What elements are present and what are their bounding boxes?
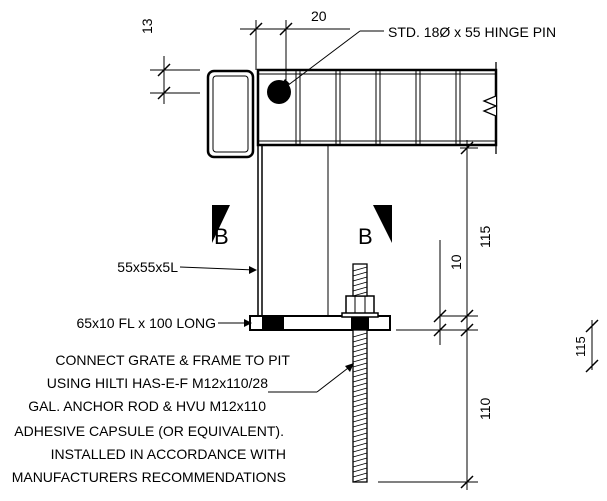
dim-13-text: 13 xyxy=(139,18,155,34)
frame-rhs-inner xyxy=(212,75,249,153)
anchor-rod xyxy=(352,263,368,483)
rod-thread xyxy=(352,367,368,373)
arrow-angle xyxy=(249,266,257,274)
plate-washer xyxy=(351,316,369,330)
note-line: INSTALLED IN ACCORDANCE WITH xyxy=(51,446,286,462)
dimensions xyxy=(150,20,599,490)
section-flag-right xyxy=(373,205,392,243)
rod-thread xyxy=(352,276,368,282)
installation-note: CONNECT GRATE & FRAME TO PIT USING HILTI… xyxy=(12,352,291,485)
section-markers: B B xyxy=(212,205,392,249)
leader-note xyxy=(316,364,353,393)
rod-thread xyxy=(352,462,368,468)
hinge-pin xyxy=(267,80,291,104)
washer xyxy=(341,312,379,318)
rod-thread xyxy=(352,422,368,428)
grate xyxy=(256,62,498,154)
leader-pin xyxy=(286,30,361,87)
arrow-pin xyxy=(280,79,290,86)
rod-thread xyxy=(352,427,368,433)
dim-115-tick xyxy=(460,309,474,323)
flat-plate-label: 65x10 FL x 100 LONG xyxy=(76,315,216,331)
rod-thread xyxy=(352,357,368,363)
dim-115-partial-tick xyxy=(585,319,599,333)
flat-plate xyxy=(249,315,391,331)
section-letter-left: B xyxy=(214,224,229,249)
rod-thread xyxy=(352,372,368,378)
dim-115-partial-text: 115 xyxy=(573,336,588,357)
note-line: ADHESIVE CAPSULE (OR EQUIVALENT). xyxy=(14,423,284,439)
frame-section xyxy=(206,69,255,159)
rod-thread xyxy=(352,407,368,413)
arrow-note xyxy=(345,363,354,372)
rod-thread xyxy=(352,271,368,277)
dim-20-text: 20 xyxy=(311,8,327,24)
rod-thread xyxy=(352,347,368,353)
dim-115-tick xyxy=(460,141,474,155)
rod-thread xyxy=(352,472,368,478)
rod-thread xyxy=(352,266,368,272)
rod-thread xyxy=(352,402,368,408)
dim-115-text: 115 xyxy=(477,225,493,248)
rod-thread xyxy=(352,291,368,297)
leader-arrows xyxy=(244,79,354,372)
dim-110-text: 110 xyxy=(477,397,493,420)
rod-thread xyxy=(352,477,368,483)
note-line: CONNECT GRATE & FRAME TO PIT xyxy=(55,352,290,368)
dim-13-tick xyxy=(157,63,171,77)
dim-10-tick xyxy=(433,309,447,323)
angle-label: 55x55x5L xyxy=(117,259,178,275)
nut-assembly xyxy=(341,295,379,318)
rod-thread xyxy=(352,387,368,393)
rod-thread xyxy=(352,352,368,358)
rod-thread xyxy=(352,457,368,463)
break-line xyxy=(482,62,498,154)
note-line: USING HILTI HAS-E-F M12x110/28 xyxy=(47,375,268,391)
rod-thread xyxy=(352,397,368,403)
rod-thread xyxy=(352,447,368,453)
dim-10-tick xyxy=(433,323,447,337)
rod-thread xyxy=(352,432,368,438)
rod-thread xyxy=(352,382,368,388)
note-line: MANUFACTURERS RECOMMENDATIONS xyxy=(12,469,286,485)
rod-thread xyxy=(352,467,368,473)
dim-115-partial-tick xyxy=(585,359,599,373)
section-flag-left xyxy=(212,205,230,243)
rod-thread xyxy=(352,437,368,443)
frame-rhs-outer xyxy=(206,69,255,159)
rod-thread xyxy=(352,442,368,448)
angle-section xyxy=(257,145,329,318)
rod-thread xyxy=(352,281,368,287)
rod-thread xyxy=(352,342,368,348)
dim-110-tick xyxy=(460,323,474,337)
dim-10-text: 10 xyxy=(448,254,464,270)
rod-thread xyxy=(352,286,368,292)
section-letter-right: B xyxy=(358,224,373,249)
rod-thread xyxy=(352,412,368,418)
hinge-pin-label: STD. 18Ø x 55 HINGE PIN xyxy=(388,24,556,40)
arrow-plate xyxy=(244,319,252,327)
rod-thread xyxy=(352,392,368,398)
leader-angle xyxy=(179,266,256,271)
dim-20-tick xyxy=(249,22,263,36)
dim-13-tick xyxy=(157,86,171,100)
plate-weld xyxy=(262,316,284,330)
dim-20-tick xyxy=(279,22,293,36)
rod-thread xyxy=(352,417,368,423)
dim-110-tick xyxy=(460,475,474,489)
rod-thread xyxy=(352,362,368,368)
nut xyxy=(345,295,375,315)
rod-thread xyxy=(352,377,368,383)
rod-thread xyxy=(352,452,368,458)
note-line: GAL. ANCHOR ROD & HVU M12x110 xyxy=(28,398,266,414)
rod-thread xyxy=(352,337,368,343)
rod-thread xyxy=(352,332,368,338)
